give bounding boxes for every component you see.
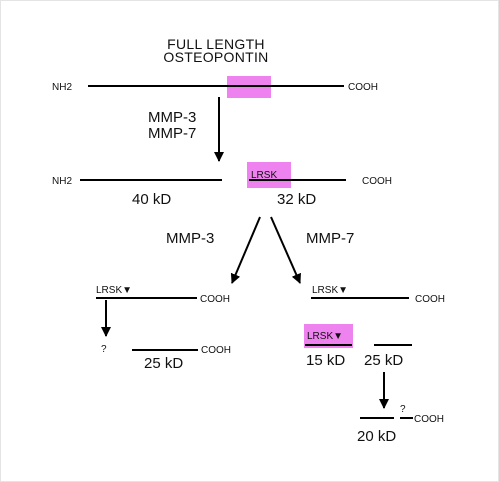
mmp3-25kd-label: 25 kD [144, 355, 183, 372]
mmp7-25kd-label: 25 kD [364, 352, 403, 369]
arrow-mmp3-branch [230, 216, 261, 284]
lrsk-cleaved-label-15kd: LRSK▼ [307, 331, 343, 342]
fragment-20kd-label: 20 kD [357, 428, 396, 445]
fragment-32kd-label: 32 kD [277, 191, 316, 208]
fragment-20kd-cooh-label: COOH [414, 414, 444, 425]
mmp3-branch-cooh-label: COOH [200, 294, 230, 305]
lrsk-highlight-32kd [247, 162, 291, 188]
mmp7-branch-lrsk-cleaved-label: LRSK▼ [312, 285, 348, 296]
first-cleavage-mmp7-label: MMP-7 [148, 125, 196, 142]
lrsk-label-32kd: LRSK [251, 170, 277, 181]
fragment-40kd-label: 40 kD [132, 191, 171, 208]
full-length-cooh-label: COOH [348, 82, 378, 93]
branch-mmp3-label: MMP-3 [166, 230, 214, 247]
first-cleavage-mmp3-label: MMP-3 [148, 109, 196, 126]
title-line-1: FULL LENGTH [167, 36, 265, 52]
mmp3-25kd-cooh-label: COOH [201, 345, 231, 356]
fragment-15kd-label: 15 kD [306, 352, 345, 369]
arrow-mmp7-branch [270, 216, 301, 284]
full-length-nh2-label: NH2 [52, 82, 72, 93]
branch-mmp7-label: MMP-7 [306, 230, 354, 247]
fragment-20kd-question: ? [400, 404, 406, 415]
second-nh2-label: NH2 [52, 176, 72, 187]
mmp3-branch-question: ? [101, 344, 107, 355]
title-line-2: OSTEOPONTIN [163, 49, 268, 65]
mmp3-branch-lrsk-cleaved-label: LRSK▼ [96, 285, 132, 296]
mmp7-branch-cooh-label: COOH [415, 294, 445, 305]
second-cooh-label: COOH [362, 176, 392, 187]
